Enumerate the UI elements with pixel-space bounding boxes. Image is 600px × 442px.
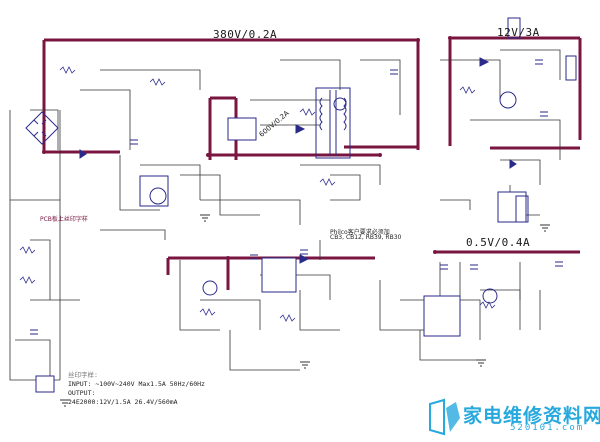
transistors bbox=[149, 91, 517, 304]
watermark-url: 520101.com bbox=[510, 423, 585, 433]
capacitors bbox=[30, 59, 563, 335]
standby-output-label: 0.5V/0.4A bbox=[466, 236, 531, 249]
power-spec-block: 丝印字样: INPUT: ~100V~240V Max1.5A 50Hz/60H… bbox=[68, 371, 205, 407]
signal-traces bbox=[9, 49, 561, 381]
bridge-rectifier bbox=[25, 111, 59, 145]
spec-input: INPUT: ~100V~240V Max1.5A 50Hz/60Hz bbox=[68, 380, 205, 388]
watermark-text: 家电维修资料网 bbox=[463, 405, 600, 427]
hv-output-label: 380V/0.2A bbox=[213, 28, 278, 41]
watermark-logo: 家电维修资料网 520101.com bbox=[428, 398, 600, 438]
integrated-circuits bbox=[35, 117, 527, 393]
customer-note-parts: CB3, CB12, RB39, RB30 bbox=[330, 234, 402, 241]
pcb-warning-note: PCB板上丝印字样 bbox=[40, 216, 88, 223]
spec-output-values: 24E2000:12V/1.5A 26.4V/560mA bbox=[68, 398, 178, 406]
output-connectors bbox=[507, 17, 577, 223]
spec-output-heading: OUTPUT: bbox=[68, 389, 96, 397]
lv-output-12v-label: 12V/3A bbox=[497, 26, 540, 39]
watermark-emblem-icon bbox=[429, 398, 460, 436]
customer-note: Philco客户要求必须加 bbox=[330, 229, 390, 236]
diodes bbox=[79, 57, 517, 264]
ground-symbols bbox=[60, 214, 550, 407]
resistors bbox=[19, 66, 496, 322]
junction-dots bbox=[42, 36, 452, 260]
spec-stamp: 丝印字样: bbox=[68, 371, 98, 379]
